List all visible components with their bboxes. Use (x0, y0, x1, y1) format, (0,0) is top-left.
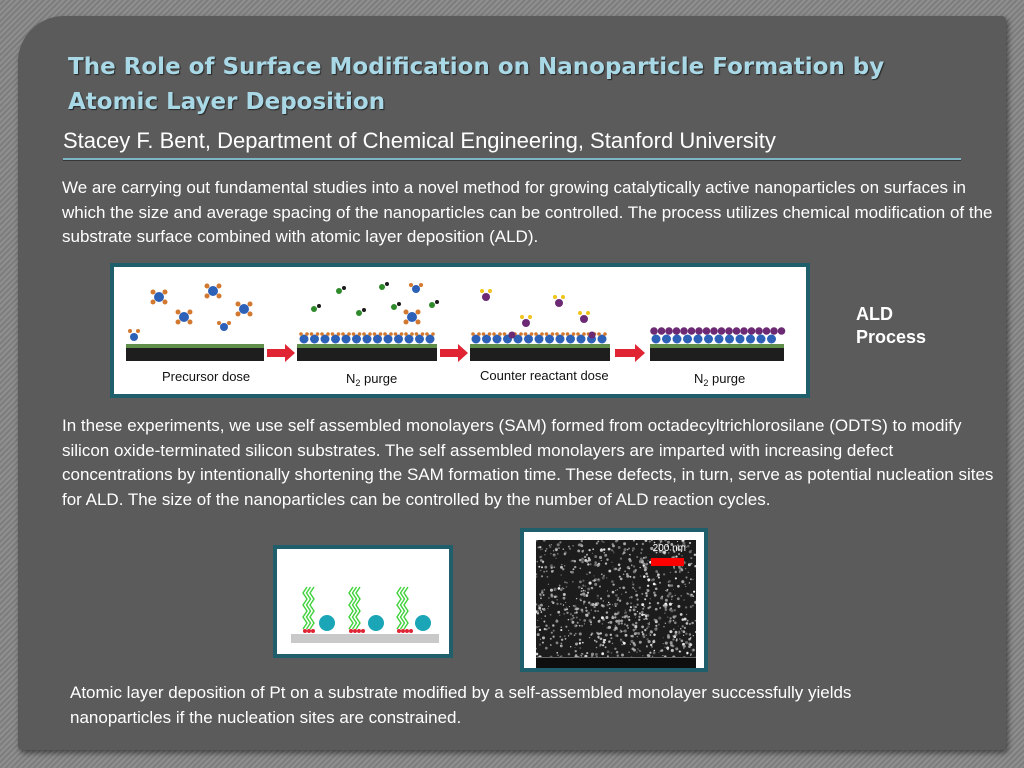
nanoparticle (319, 615, 335, 631)
step-label-counter-reactant-dose: Counter reactant dose (480, 368, 609, 383)
substrate (291, 634, 439, 643)
precursor-gas-molecules (403, 283, 423, 325)
byproduct-gas-molecules (311, 282, 439, 316)
slide: The Role of Surface Modification on Nano… (18, 16, 1006, 750)
step-label-precursor-dose: Precursor dose (162, 369, 250, 384)
step-label-n2-purge-1: N2 purge (346, 371, 397, 388)
adsorbed-precursor-layer (471, 332, 607, 344)
slide-title: The Role of Surface Modification on Nano… (68, 54, 885, 115)
counter-reactant-molecules (480, 289, 596, 339)
sem-micrograph: 200 nm (520, 528, 708, 672)
surface-precursor-molecules (128, 329, 140, 341)
substrate-1 (126, 347, 264, 361)
sem-info-bar (536, 657, 696, 668)
substrate-4 (650, 347, 784, 361)
sem-nanoparticle-texture (536, 540, 696, 660)
substrate-2 (297, 347, 437, 361)
title-divider (63, 158, 961, 160)
arrow-right-icon (267, 344, 295, 362)
nanoparticle (368, 615, 384, 631)
nanoparticle (415, 615, 431, 631)
scale-bar-label: 200 nm (652, 543, 686, 554)
sam-chains (302, 586, 413, 633)
sam-schematic-svg (291, 586, 439, 643)
substrate-3 (470, 347, 610, 361)
arrow-right-icon (440, 344, 468, 362)
adsorbed-precursor-layer (651, 334, 776, 344)
precursor-gas-molecules (150, 283, 253, 331)
author-line: Stacey F. Bent, Department of Chemical E… (63, 128, 776, 153)
step-label-n2-purge-2: N2 purge (694, 371, 745, 388)
deposited-monolayer (650, 327, 786, 335)
adsorbed-precursor-layer (299, 332, 435, 344)
ald-process-svg: Precursor dose N2 purge Counter reactant… (126, 282, 786, 388)
sam-schematic (273, 545, 453, 658)
figure-caption: Atomic layer deposition of Pt on a subst… (70, 683, 852, 727)
scale-bar (651, 558, 684, 566)
sem-image: 200 nm (536, 540, 696, 668)
experiment-paragraph: In these experiments, we use self assemb… (62, 416, 994, 509)
arrow-right-icon (615, 344, 645, 362)
ald-process-diagram: Precursor dose N2 purge Counter reactant… (110, 263, 810, 398)
intro-paragraph: We are carrying out fundamental studies … (62, 178, 993, 246)
